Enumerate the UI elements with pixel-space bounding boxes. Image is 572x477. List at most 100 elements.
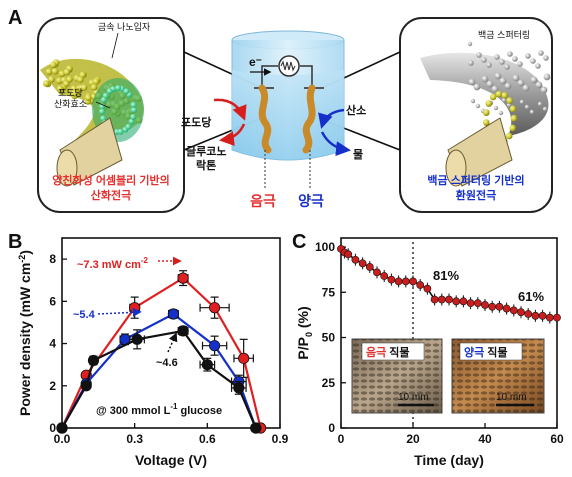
anode-caption-line2: 산화전극: [91, 188, 131, 202]
platinum-particle: [504, 64, 510, 70]
nanoparticle-dot: [50, 61, 57, 69]
glucose-arrow: [213, 98, 247, 121]
nanoparticle-dot: [77, 76, 84, 83]
y-tick-label-c: 75: [322, 285, 336, 299]
anode-fiber-illustration: [40, 58, 144, 187]
platinum-particle: [542, 106, 548, 112]
cell-electrolyte: [232, 70, 344, 160]
cathode-caption-line1: 백금 스퍼터링 기반의: [427, 173, 524, 187]
data-point-c: [373, 268, 381, 277]
x-tick-label-b: 0.9: [272, 432, 289, 446]
panel-b-letter: B: [8, 231, 22, 253]
y-tick-label-c: 50: [322, 331, 336, 345]
data-point-c: [394, 277, 403, 286]
platinum-particle: [473, 83, 481, 91]
scale-bar-right-label: 10 mm: [496, 392, 527, 403]
platinum-particle: [494, 54, 500, 60]
glucose-label: 포도당: [181, 115, 211, 129]
data-point-c: [553, 313, 561, 322]
nanoparticle-dot: [485, 100, 493, 107]
y-tick-label-c: 25: [322, 376, 336, 390]
data-point-b-0: [238, 352, 250, 364]
platinum-particle: [538, 50, 544, 56]
enzyme-dot: [128, 118, 135, 125]
gluconolactone-label-line2: 락톤: [196, 159, 216, 172]
annotation-black-peak: ~4.6: [156, 357, 178, 369]
x-axis-label-c: Time (day): [414, 452, 484, 468]
enzyme-dot: [115, 85, 122, 91]
series-line-c-0: [340, 248, 557, 319]
nanoparticle-dot: [92, 78, 100, 85]
data-point-b-0: [177, 272, 189, 284]
x-tick-label-b: 0.6: [199, 432, 216, 446]
data-point-c: [524, 310, 533, 318]
data-point-c: [409, 277, 417, 286]
data-point-c: [473, 299, 482, 308]
platinum-particle: [468, 60, 474, 66]
wire-right: [300, 65, 313, 88]
nanoparticle-dot: [90, 84, 98, 91]
plot-frame-b: [61, 237, 281, 429]
platinum-particle: [506, 102, 512, 108]
anode-fabric-inset: 음극 직물 10 mm: [351, 338, 443, 414]
anode-label: 음극: [250, 193, 276, 209]
platinum-particle: [467, 41, 473, 47]
enzyme-pointer: [95, 101, 111, 109]
data-point-c: [459, 297, 468, 306]
nanoparticle-dot: [56, 85, 64, 92]
nanoparticle-dot: [66, 76, 73, 83]
data-point-c: [488, 302, 497, 311]
platinum-particle: [529, 109, 535, 115]
y-axis-label-c: P/P0 (%): [295, 306, 314, 359]
nanoparticle-dot: [85, 94, 92, 102]
data-point-c: [437, 295, 446, 304]
platinum-particle: [499, 77, 507, 85]
platinum-particle: [543, 73, 551, 81]
anode-fabric-label: 음극 직물: [366, 345, 410, 359]
data-point-c: [538, 311, 547, 320]
cathode-caption-line2: 환원전극: [456, 188, 496, 202]
data-point-c: [380, 272, 389, 280]
label-enzyme-line2: 산화효소: [54, 99, 87, 109]
oxygen-arrow: [318, 108, 345, 129]
cathode-fabric-inset: 양극 직물 10 mm: [451, 338, 545, 414]
label-61-percent: 61%: [518, 289, 544, 304]
y-tick-label-b: 4: [49, 337, 56, 351]
nanoparticle-dot: [510, 115, 518, 122]
oxygen-label: 산소: [346, 103, 366, 117]
x-tick-label-c: 20: [406, 432, 420, 446]
platinum-particle: [517, 61, 523, 67]
label-81-percent: 81%: [433, 268, 459, 283]
platinum-particle: [486, 80, 494, 88]
left-inset: 금속 나노입자 포도당 산화효소 양친화성 어셈블리 기반의 산화전극: [37, 17, 263, 213]
load-resistor-icon: [278, 55, 300, 77]
data-point-c: [466, 299, 475, 308]
nanoparticle-dot: [483, 119, 490, 126]
data-point-c: [365, 263, 374, 271]
data-point-b-2: [233, 382, 245, 394]
data-point-b-2: [80, 380, 92, 392]
nanoparticle-dot: [509, 125, 516, 132]
fuel-cell-schematic: e⁻ 포도당 글루코노 락톤 산소 물 음극 양극: [181, 30, 366, 209]
nanoparticle-dot: [483, 109, 490, 116]
panel-c-letter: C: [292, 231, 306, 253]
platinum-particle: [494, 72, 502, 80]
data-point-c: [502, 304, 511, 313]
x-tick-label-c: 40: [478, 432, 492, 446]
data-point-b-2: [131, 333, 143, 345]
data-point-c: [481, 301, 489, 309]
nanoparticle-dot: [80, 84, 88, 91]
nanoparticle-dot: [55, 77, 63, 84]
nanoparticle-dot: [63, 68, 71, 76]
scale-bar-left-label: 10 mm: [398, 392, 429, 403]
enzyme-dot: [130, 113, 137, 120]
platinum-particle: [499, 59, 505, 65]
nanoparticle-dot: [495, 90, 503, 98]
data-point-c: [517, 308, 525, 317]
data-point-c: [387, 275, 396, 284]
platinum-particle: [522, 84, 530, 92]
nanoparticle-dot: [45, 68, 53, 76]
data-point-c: [545, 313, 554, 322]
